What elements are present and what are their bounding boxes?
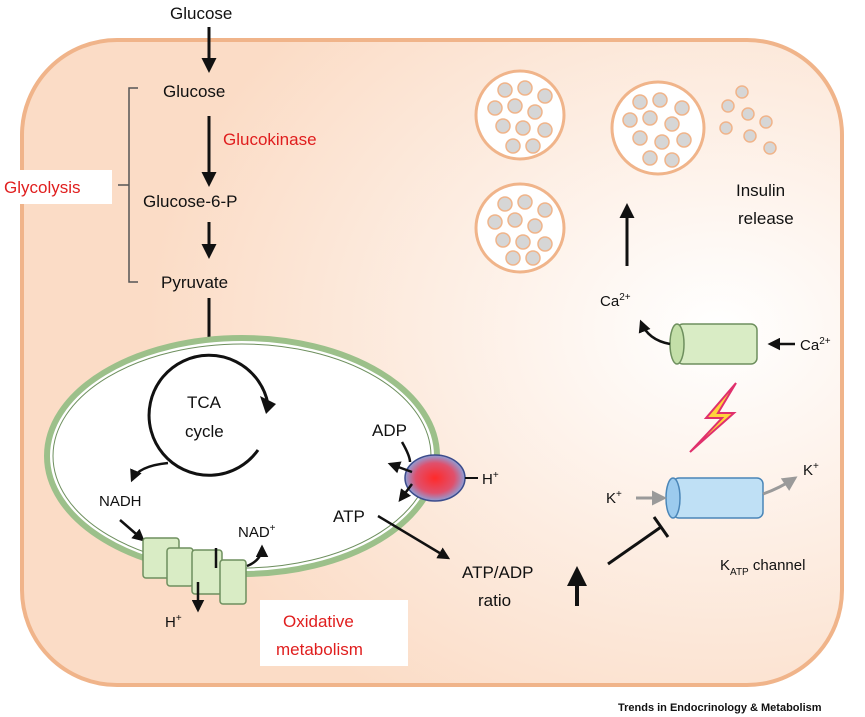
katp-channel-label: KATP channel [720,557,805,578]
calcium-channel [669,323,758,365]
calcium-channel-body [676,323,758,365]
atp-to-ratio-arrow [377,514,451,560]
nadh-to-chain-arrow [119,519,145,542]
h-left-label: H+ [165,613,182,631]
insulin-granule-releasing [610,80,706,176]
atp-synthase-left-arrow [387,461,413,474]
glycolysis-label: Glycolysis [4,178,81,197]
atp-adp-ratio-line2: ratio [478,591,511,610]
atp-label: ATP [333,507,365,526]
glycolysis-bracket [118,87,138,283]
calcium-channel-end [669,323,685,365]
nadh-label: NADH [99,493,142,510]
tca-to-nadh-arrow [130,461,169,483]
ca-in-label: Ca2+ [600,292,631,310]
pyruvate-label: Pyruvate [161,273,228,292]
insulin-granule-1 [474,69,566,161]
ca-out-label: Ca2+ [800,336,831,354]
adp-arrow [400,441,412,463]
insulin-release-line1: Insulin [736,181,785,200]
nad-arrow [246,544,269,568]
insulin-release-line2: release [738,209,794,228]
katp-inhibition-bar [652,516,670,538]
k-out-label: K+ [803,461,819,479]
tca-cycle-circle [147,353,270,477]
h-right-label: H+ [482,470,499,488]
etc-complex-2 [166,547,194,587]
glucose-outside-label: Glucose [170,4,232,23]
oxidative-label-line2: metabolism [276,640,363,659]
glucose6p-label: Glucose-6-P [143,192,237,211]
nad-label: NAD+ [238,523,276,541]
katp-channel-body [672,477,764,519]
atp-adp-ratio-line1: ATP/ADP [462,563,533,582]
katp-channel-end [665,477,681,519]
glucose-inside-label: Glucose [163,82,225,101]
glycolysis-box [0,170,112,204]
electron-transport-chain [142,537,247,605]
etc-complex-4 [219,559,247,605]
oxidative-box [260,600,408,666]
atp-synthase-down-arrow [398,483,413,502]
ca-release-arrow [638,319,671,346]
journal-credit: Trends in Endocrinology & Metabolism [618,702,822,714]
released-insulin [719,85,777,155]
insulin-granule-2 [474,182,566,274]
etc-complex-3 [191,549,223,595]
k-in-label: K+ [606,489,622,507]
adp-label: ADP [372,421,407,440]
glucokinase-label: Glucokinase [223,130,317,149]
tca-label-line1: TCA [187,393,222,412]
depolarization-lightning-icon [689,382,737,453]
katp-channel [665,477,764,519]
atp-synthase [404,454,466,502]
tca-label-line2: cycle [185,422,224,441]
oxidative-label-line1: Oxidative [283,612,354,631]
k-out-arrow [762,476,798,496]
tca-cycle-arrowhead [260,396,276,414]
katp-inhibition-line [607,525,662,566]
